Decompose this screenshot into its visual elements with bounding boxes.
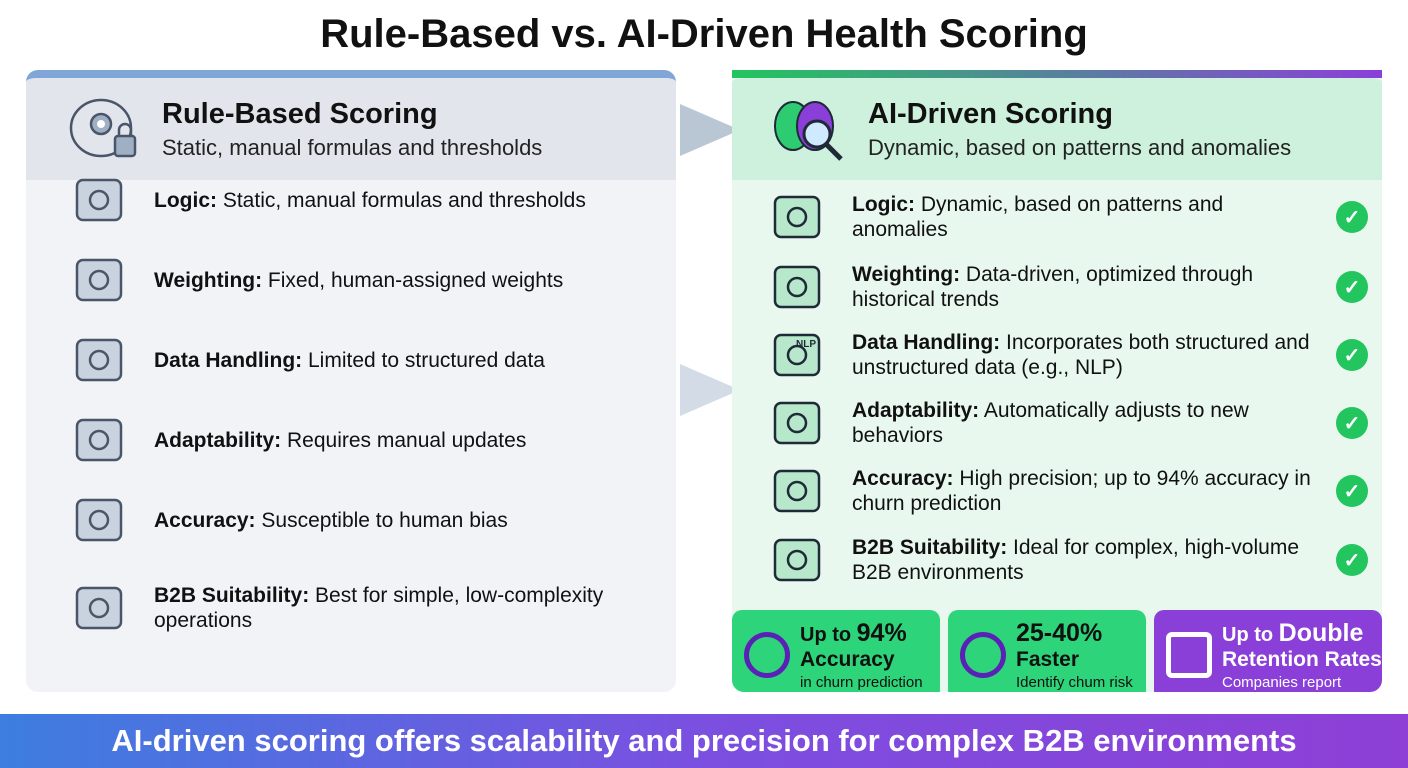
row-label: Weighting:: [852, 263, 961, 286]
stat-label: Accuracy: [800, 647, 895, 671]
stat-caption: Companies report: [1222, 673, 1342, 691]
rule-based-title: Rule-Based Scoring: [162, 97, 438, 130]
ai-driven-panel: AI-Driven Scoring Dynamic, based on patt…: [732, 70, 1382, 692]
chart-cloud-icon: [762, 257, 832, 317]
row-text: Logic: Static, manual formulas and thres…: [154, 188, 624, 213]
rule-row: Data Handling: Limited to structured dat…: [26, 330, 676, 390]
rule-based-header: Rule-Based Scoring Static, manual formul…: [26, 78, 676, 180]
row-label: B2B Suitability:: [154, 584, 310, 607]
check-icon: ✓: [1336, 271, 1368, 303]
check-icon: ✓: [1336, 201, 1368, 233]
row-value: Fixed, human-assigned weights: [262, 268, 564, 292]
nlp-badge: NLP: [796, 338, 816, 350]
rule-row: Adaptability: Requires manual updates: [26, 410, 676, 470]
target-hand-icon: [64, 490, 134, 550]
stat-value: 94%: [856, 618, 907, 647]
rule-based-panel: Rule-Based Scoring Static, manual formul…: [26, 70, 676, 692]
row-value: Incorporates both structured and unstruc…: [852, 331, 1310, 379]
row-label: Logic:: [154, 188, 217, 212]
clipboard-person-icon: [64, 250, 134, 310]
rule-based-subtitle: Static, manual formulas and thresholds: [162, 134, 543, 160]
row-value: Limited to structured data: [302, 348, 545, 372]
rule-row: Weighting: Fixed, human-assigned weights: [26, 250, 676, 310]
target-icon: [744, 632, 790, 678]
row-value: Automatically adjusts to new behaviors: [852, 399, 1249, 447]
check-icon: ✓: [1336, 407, 1368, 439]
check-icon: ✓: [1336, 339, 1368, 371]
ai-row: Adaptability: Automatically adjusts to n…: [732, 393, 1382, 453]
ai-driven-subtitle: Dynamic, based on patterns and anomalies: [868, 134, 1292, 160]
cycle-blocked-icon: [64, 410, 134, 470]
row-text: Logic: Dynamic, based on patterns and an…: [852, 192, 1312, 242]
row-text: Adaptability: Automatically adjusts to n…: [852, 398, 1312, 448]
ai-driven-title: AI-Driven Scoring: [868, 97, 1113, 130]
ai-row: B2B Suitability: Ideal for complex, high…: [732, 530, 1382, 590]
row-label: Data Handling:: [154, 348, 303, 372]
stat-label: Faster: [1016, 647, 1080, 671]
cycle-play-icon: [762, 393, 832, 453]
target-search-icon: [762, 461, 832, 521]
row-text: Weighting: Fixed, human-assigned weights: [154, 268, 624, 293]
skyscraper-icon: [762, 530, 832, 590]
stat-prefix: Up to: [800, 623, 857, 646]
database-icon: [64, 330, 134, 390]
row-value: Dynamic, based on patterns and anomalies: [852, 193, 1224, 241]
stat-caption: in churn prediction: [800, 673, 923, 691]
scale-icon: [762, 187, 832, 247]
ai-driven-header: AI-Driven Scoring Dynamic, based on patt…: [732, 78, 1382, 180]
arrow-right-icon: [680, 104, 740, 156]
scale-icon: [64, 170, 134, 230]
row-text: B2B Suitability: Best for simple, low-co…: [154, 583, 624, 633]
row-label: Data Handling:: [852, 331, 1001, 354]
row-text: Accuracy: High precision; up to 94% accu…: [852, 466, 1312, 516]
check-icon: ✓: [1336, 475, 1368, 507]
brain-magnifier-icon: [766, 91, 852, 167]
ai-row: Accuracy: High precision; up to 94% accu…: [732, 461, 1382, 521]
conclusion-banner: AI-driven scoring offers scalability and…: [0, 714, 1408, 768]
row-value: Static, manual formulas and thresholds: [217, 188, 586, 212]
row-value: Data-driven, optimized through historica…: [852, 263, 1254, 311]
row-text: Accuracy: Susceptible to human bias: [154, 508, 624, 533]
row-label: Adaptability:: [154, 428, 282, 452]
row-label: Accuracy:: [852, 467, 954, 490]
row-label: Weighting:: [154, 268, 263, 292]
stat-card: Up to 94%Accuracy in churn prediction: [732, 610, 940, 692]
row-text: Data Handling: Incorporates both structu…: [852, 330, 1312, 380]
stat-caption: Identify chum risk: [1016, 673, 1133, 691]
row-value: High precision; up to 94% accuracy in ch…: [852, 467, 1311, 515]
row-text: Adaptability: Requires manual updates: [154, 428, 624, 453]
row-value: Best for simple, low-complexity operatio…: [154, 584, 604, 632]
stopwatch-icon: [960, 632, 1006, 678]
check-icon: ✓: [1336, 544, 1368, 576]
rule-row: B2B Suitability: Best for simple, low-co…: [26, 578, 676, 638]
row-text: Weighting: Data-driven, optimized throug…: [852, 262, 1312, 312]
hand-chart-icon: [1166, 632, 1212, 678]
stat-prefix: Up to: [1222, 623, 1279, 646]
row-text: B2B Suitability: Ideal for complex, high…: [852, 535, 1312, 585]
stat-value: Double: [1278, 618, 1364, 647]
page-title: Rule-Based vs. AI-Driven Health Scoring: [320, 12, 1088, 56]
row-label: Accuracy:: [154, 508, 256, 532]
row-label: B2B Suitability:: [852, 536, 1008, 559]
database-nlp-icon: NLP: [762, 325, 832, 385]
arrow-right-icon: [680, 364, 740, 416]
ai-row: Weighting: Data-driven, optimized throug…: [732, 257, 1382, 317]
row-value: Ideal for complex, high-volume B2B envir…: [852, 536, 1299, 584]
rule-row: Accuracy: Susceptible to human bias: [26, 490, 676, 550]
ai-row: NLP Data Handling: Incorporates both stru…: [732, 325, 1382, 385]
stat-value: 25-40%: [1016, 618, 1103, 647]
row-label: Logic:: [852, 193, 915, 216]
brain-gear-lock-icon: [60, 91, 146, 167]
rule-row: Logic: Static, manual formulas and thres…: [26, 170, 676, 230]
ai-row: Logic: Dynamic, based on patterns and an…: [732, 187, 1382, 247]
stat-label: Retention Rates: [1222, 647, 1382, 671]
row-value: Requires manual updates: [281, 428, 527, 452]
building-icon: [64, 578, 134, 638]
row-text: Data Handling: Limited to structured dat…: [154, 348, 624, 373]
row-label: Adaptability:: [852, 399, 980, 422]
row-value: Susceptible to human bias: [255, 508, 508, 532]
